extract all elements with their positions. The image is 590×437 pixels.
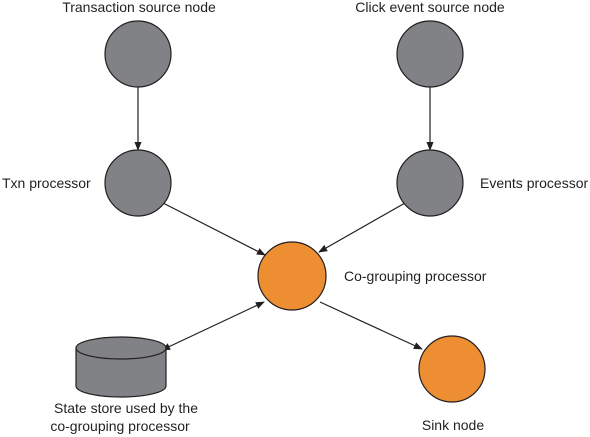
edge-txn-processor-to-cogrouping xyxy=(162,202,266,256)
state-store-label-line2: co-grouping processor xyxy=(50,418,190,434)
events-processor-node xyxy=(396,149,464,217)
txn-processor-label: Txn processor xyxy=(2,175,91,191)
edge-events-processor-to-cogrouping xyxy=(318,202,406,253)
click-source-label: Click event source node xyxy=(355,0,505,15)
cogrouping-processor-node xyxy=(257,241,327,311)
edge-cogrouping-to-sink xyxy=(319,301,423,350)
edge-cogrouping-state-store-bidirectional xyxy=(161,301,265,351)
transaction-source-label: Transaction source node xyxy=(62,0,216,15)
state-store-label-line1: State store used by the xyxy=(54,400,198,416)
state-store-cylinder xyxy=(75,336,167,398)
txn-processor-node xyxy=(104,149,172,217)
sink-node xyxy=(418,335,486,403)
sink-node-label: Sink node xyxy=(422,417,484,433)
cogrouping-processor-label: Co-grouping processor xyxy=(344,268,487,284)
events-processor-label: Events processor xyxy=(480,175,588,191)
transaction-source-node xyxy=(104,20,172,88)
click-event-source-node xyxy=(396,20,464,88)
